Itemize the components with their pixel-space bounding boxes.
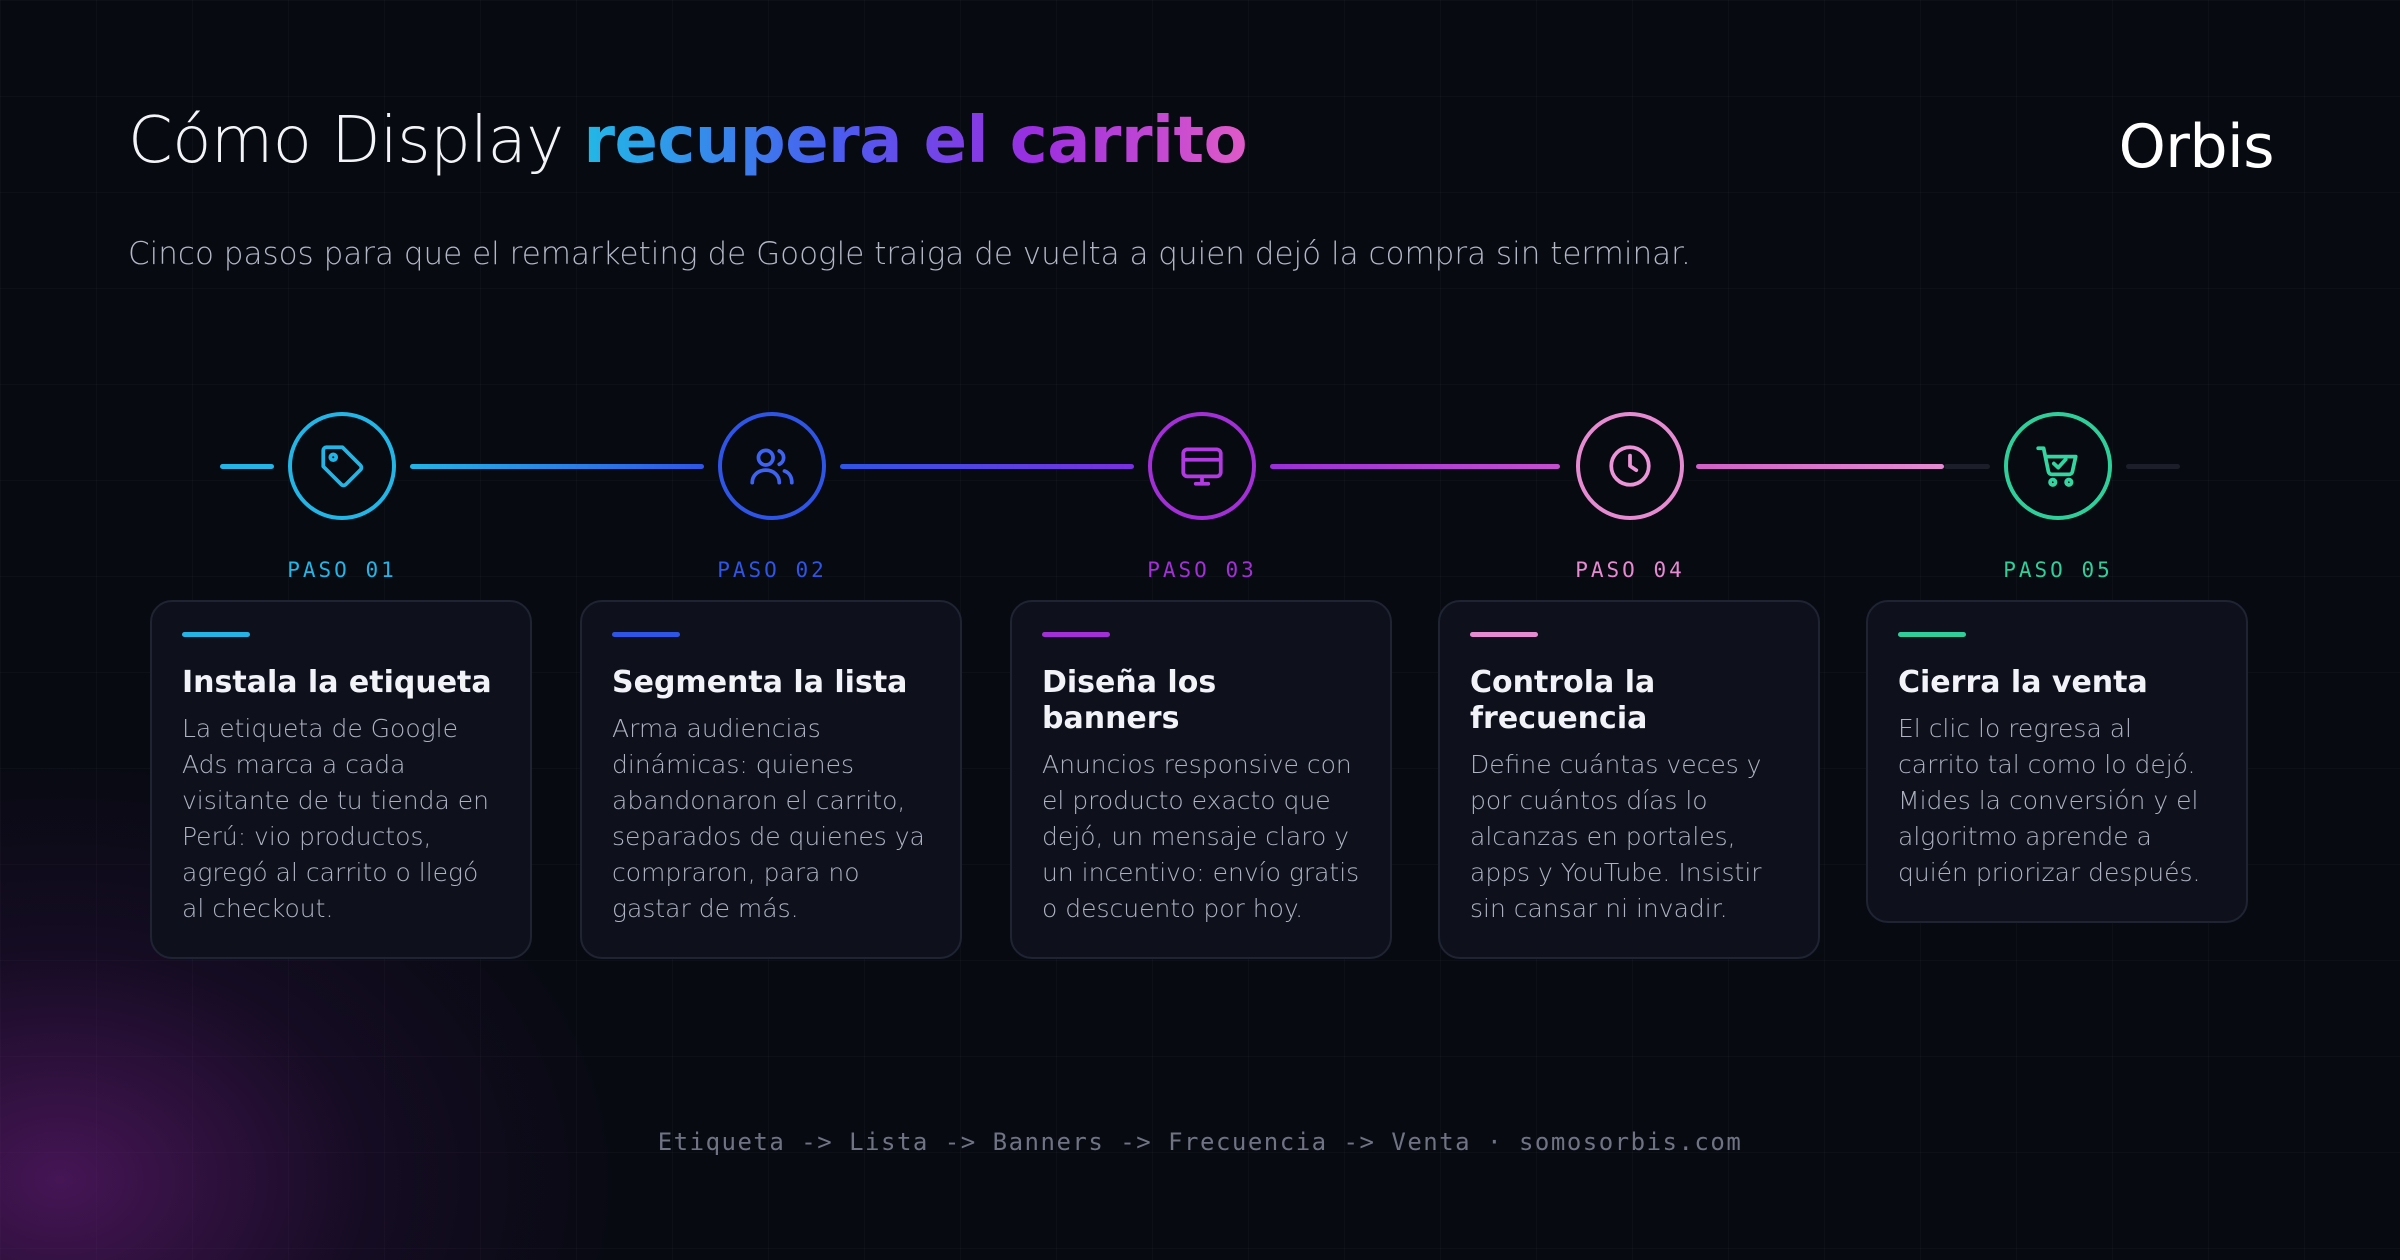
step-title-2: Segmenta la lista bbox=[612, 665, 908, 700]
timeline-segment-3-4 bbox=[1270, 464, 1560, 469]
title-accent: recupera el carrito bbox=[583, 104, 1248, 178]
timeline-tail-segment bbox=[2126, 464, 2180, 469]
step-node-4 bbox=[1576, 412, 1684, 520]
step-body-1: La etiqueta de Google Ads marca a cada v… bbox=[182, 714, 489, 923]
step-node-5 bbox=[2004, 412, 2112, 520]
timeline-segment-1-2 bbox=[410, 464, 704, 469]
timeline-segment-inactive bbox=[1944, 464, 1990, 469]
step-title-3: Diseña los banners bbox=[1042, 665, 1217, 736]
brand-logo: Orbis bbox=[2118, 112, 2275, 182]
step-node-2 bbox=[718, 412, 826, 520]
step-card-4: Controla la frecuencia Define cuántas ve… bbox=[1438, 600, 1820, 959]
step-title-5: Cierra la venta bbox=[1898, 665, 2148, 700]
footer-flow-text: Etiqueta -> Lista -> Banners -> Frecuenc… bbox=[657, 1128, 1743, 1156]
step-body-5: El clic lo regresa al carrito tal como l… bbox=[1898, 714, 2201, 887]
title-prefix: Cómo Display bbox=[128, 104, 584, 178]
step-label-5: PASO 05 bbox=[2003, 558, 2113, 582]
clock-icon bbox=[1609, 445, 1651, 487]
card-accent-bar bbox=[612, 632, 680, 637]
card-accent-bar bbox=[1470, 632, 1538, 637]
step-card-1: Instala la etiqueta La etiqueta de Googl… bbox=[150, 600, 532, 959]
step-title-1: Instala la etiqueta bbox=[182, 665, 492, 700]
step-body-2: Arma audiencias dinámicas: quienes aband… bbox=[612, 714, 925, 923]
step-label-3: PASO 03 bbox=[1147, 558, 1257, 582]
step-card-2: Segmenta la lista Arma audiencias dinámi… bbox=[580, 600, 962, 959]
step-node-3 bbox=[1148, 412, 1256, 520]
step-label-4: PASO 04 bbox=[1575, 558, 1685, 582]
tag-icon bbox=[321, 445, 364, 488]
step-node-1 bbox=[288, 412, 396, 520]
step-body-3: Anuncios responsive con el producto exac… bbox=[1042, 750, 1360, 923]
card-accent-bar bbox=[182, 632, 250, 637]
step-body-4: Define cuántas veces y por cuántos días … bbox=[1470, 750, 1762, 923]
step-label-1: PASO 01 bbox=[287, 558, 397, 582]
card-accent-bar bbox=[1042, 632, 1110, 637]
step-title-4: Controla la frecuencia bbox=[1470, 665, 1656, 736]
cart-check-icon bbox=[2036, 446, 2078, 487]
card-accent-bar bbox=[1898, 632, 1966, 637]
step-card-3: Diseña los banners Anuncios responsive c… bbox=[1010, 600, 1392, 959]
timeline-lead-segment bbox=[220, 464, 274, 469]
timeline-segment-2-3 bbox=[840, 464, 1134, 469]
timeline-segment-4-5 bbox=[1696, 464, 1944, 469]
step-label-2: PASO 02 bbox=[717, 558, 827, 582]
step-card-5: Cierra la venta El clic lo regresa al ca… bbox=[1866, 600, 2248, 923]
page-subtitle: Cinco pasos para que el remarketing de G… bbox=[128, 236, 1691, 272]
display-banner-icon bbox=[1181, 447, 1223, 486]
page-title: Cómo Display recupera el carrito bbox=[128, 104, 1248, 178]
users-icon bbox=[750, 448, 794, 485]
